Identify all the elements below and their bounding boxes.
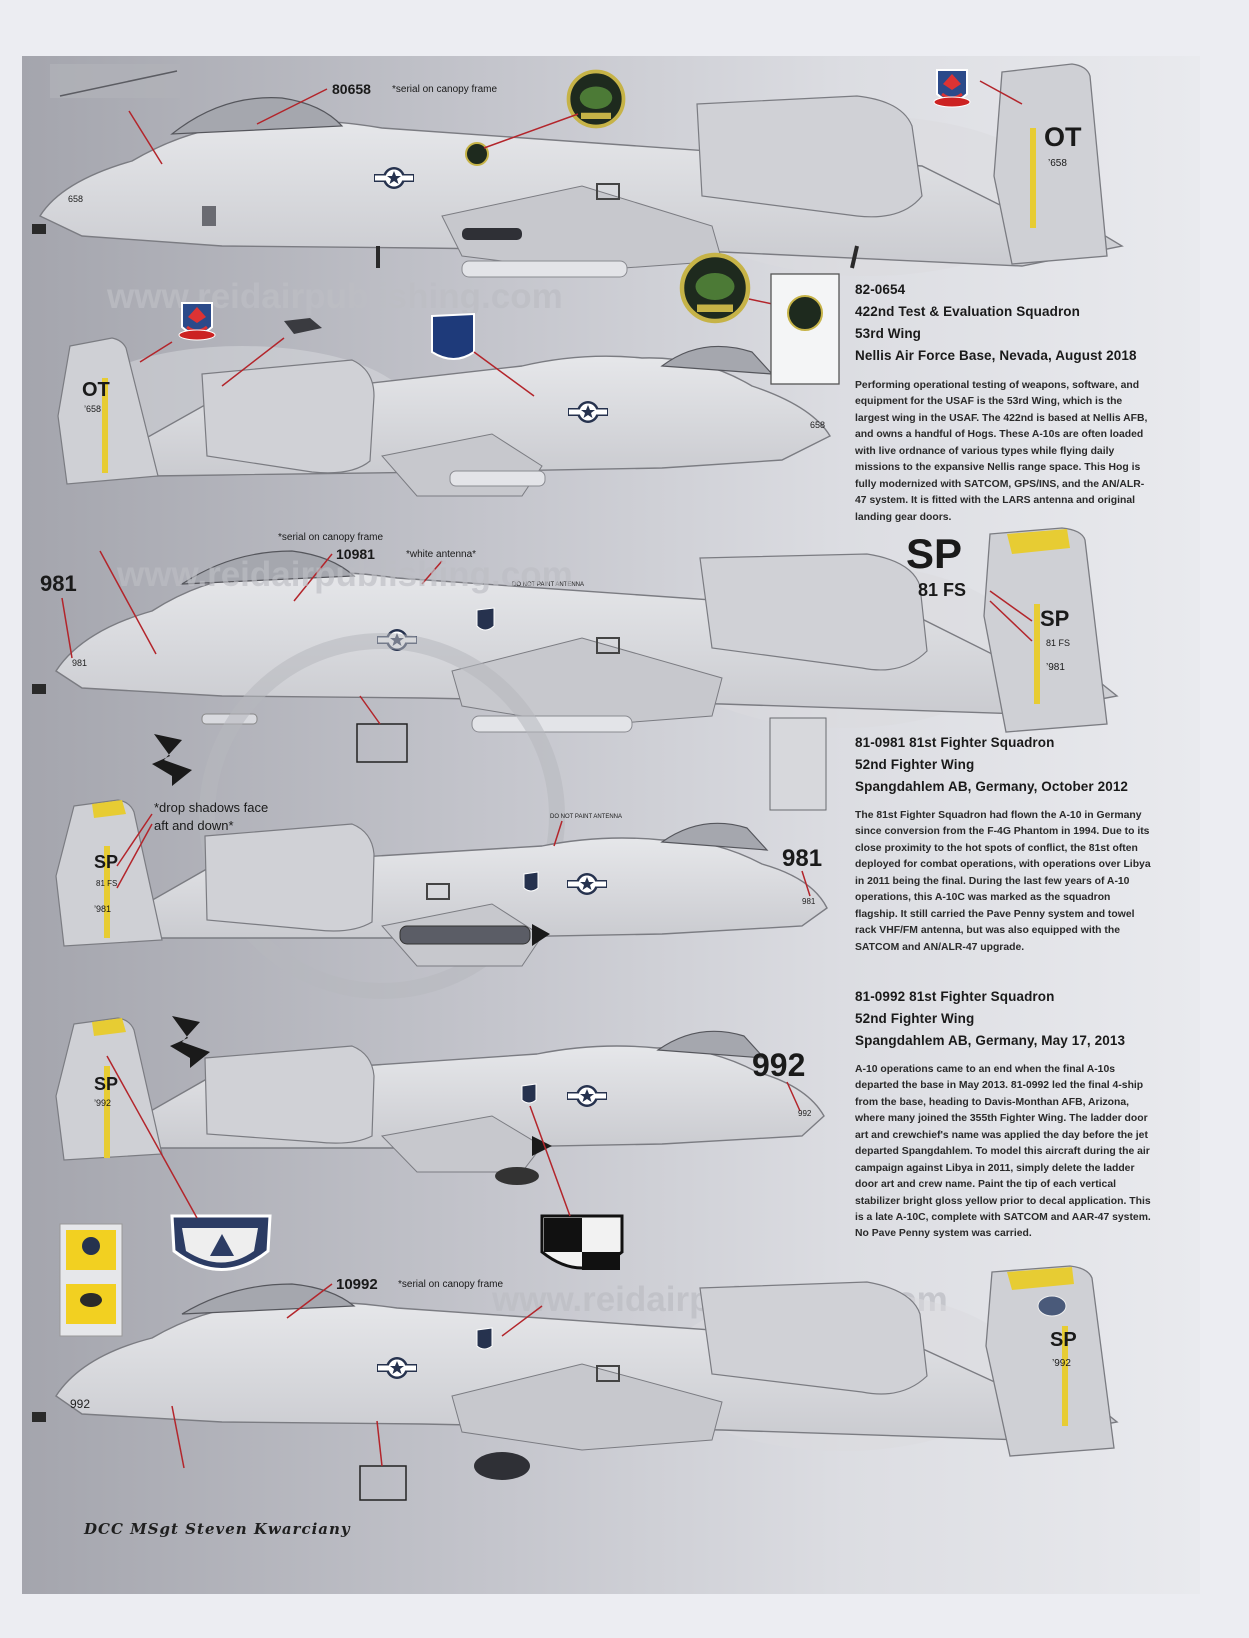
plate1-tail-code: OT	[1044, 122, 1082, 152]
plate5-header-line-3: Spangdahlem AB, Germany, May 17, 2013	[855, 1032, 1126, 1048]
plate4-nose-num: 981	[802, 897, 816, 906]
plate4-aircraft: SP 81 FS ’981 *drop shadows face aft and…	[55, 734, 828, 967]
plate2-header-line-3: 53rd Wing	[855, 325, 922, 341]
plate6-serial-nose: 10992	[336, 1276, 378, 1293]
plate4-body: The 81st Fighter Squadron had flown the …	[855, 810, 1151, 953]
plate2-tail-code: OT	[82, 379, 110, 401]
plate5-body: A-10 operations came to an end when the …	[855, 1064, 1151, 1240]
plate4-drop-note-2: aft and down*	[154, 818, 234, 833]
plate5-tail-code: SP	[94, 1074, 118, 1094]
plate4-tail-serial: ’981	[94, 904, 111, 914]
plate6-aircraft: SP ’992 992 10992 *serial on canopy fram…	[32, 1265, 1119, 1501]
plate3-sp-big: SP	[906, 530, 962, 577]
watermark-1: www.reidairpublishing.com	[106, 277, 563, 316]
plate6-tail-serial: ’992	[1052, 1358, 1071, 1369]
plate6-tail-code: SP	[1050, 1329, 1077, 1351]
plate5-nose-num: 992	[798, 1109, 812, 1118]
plate3-serial-note: *serial on canopy frame	[278, 532, 383, 543]
plate3-antenna-note: *white antenna*	[406, 549, 476, 560]
plate2-aircraft: OT ’658 658	[57, 255, 840, 497]
plate4-big-num: 981	[782, 845, 822, 872]
plate5-aircraft: SP ’992 992 992	[55, 1016, 825, 1271]
plate2-body: Performing operational testing of weapon…	[855, 380, 1148, 523]
plate6-serial-note: *serial on canopy frame	[398, 1279, 503, 1290]
plate2-header-line-4: Nellis Air Force Base, Nevada, August 20…	[855, 347, 1137, 363]
plate4-antenna-label: DO NOT PAINT ANTENNA	[550, 814, 622, 820]
plate4-tail-code: SP	[94, 852, 118, 872]
plate6-nose-num: 992	[70, 1397, 90, 1411]
crew-name: DCC MSgt Steven Kwarciany	[84, 1520, 351, 1538]
plate5-header-line-1: 81-0992 81st Fighter Squadron	[855, 989, 1055, 1004]
plate2-header: 82-0654 422nd Test & Evaluation Squadron…	[855, 279, 1137, 366]
plate3-tail-code: SP	[1040, 606, 1069, 631]
plate3-big-num: 981	[40, 571, 77, 596]
plate1-tail-serial: ’658	[1048, 158, 1067, 169]
plate1-aircraft: OT ’658 658 80658 *serial on canopy fram…	[32, 63, 1124, 278]
plate2-nose-num: 658	[810, 420, 825, 430]
plate1-serial-nose: 80658	[332, 81, 371, 97]
plate2-tail-serial: ’658	[84, 404, 101, 414]
plate3-aircraft: SP 81 FS ’981 SP 81 FS 981 981 *serial o…	[32, 527, 1119, 763]
plate1-serial-note: *serial on canopy frame	[392, 84, 497, 95]
watermark-2: www.reidairpublishing.com	[116, 555, 573, 594]
plate5-big-num: 992	[752, 1047, 805, 1083]
plate4-header: 81-0981 81st Fighter Squadron 52nd Fight…	[855, 732, 1128, 798]
plate3-fs-big: 81 FS	[918, 580, 966, 600]
decal-sheet: OT ’658 658 80658 *serial on canopy fram…	[22, 56, 1200, 1594]
plate4-tail-fs: 81 FS	[96, 879, 117, 888]
plate3-antenna-label: DO NOT PAINT ANTENNA	[512, 582, 584, 588]
plate4-header-line-3: Spangdahlem AB, Germany, October 2012	[855, 778, 1129, 794]
plate2-header-line-2: 422nd Test & Evaluation Squadron	[855, 303, 1080, 319]
plate3-serial-nose: 10981	[336, 546, 375, 562]
plate3-nose-num: 981	[72, 658, 87, 668]
plate5-header-line-2: 52nd Fighter Wing	[855, 1010, 975, 1026]
plate4-drop-note-1: *drop shadows face	[154, 800, 268, 815]
plate2-header-line-1: 82-0654	[855, 282, 906, 297]
plate3-tail-serial: ’981	[1046, 662, 1065, 673]
plate5-header: 81-0992 81st Fighter Squadron 52nd Fight…	[855, 986, 1125, 1052]
aircraft-artwork: OT ’658 658 80658 *serial on canopy fram…	[32, 63, 1124, 1501]
plate3-tail-fs: 81 FS	[1046, 638, 1070, 648]
plate5-tail-serial: ’992	[94, 1098, 111, 1108]
plate4-header-line-1: 81-0981 81st Fighter Squadron	[855, 735, 1055, 750]
plate1-nose-num: 658	[68, 194, 83, 204]
plate4-header-line-2: 52nd Fighter Wing	[855, 756, 975, 772]
